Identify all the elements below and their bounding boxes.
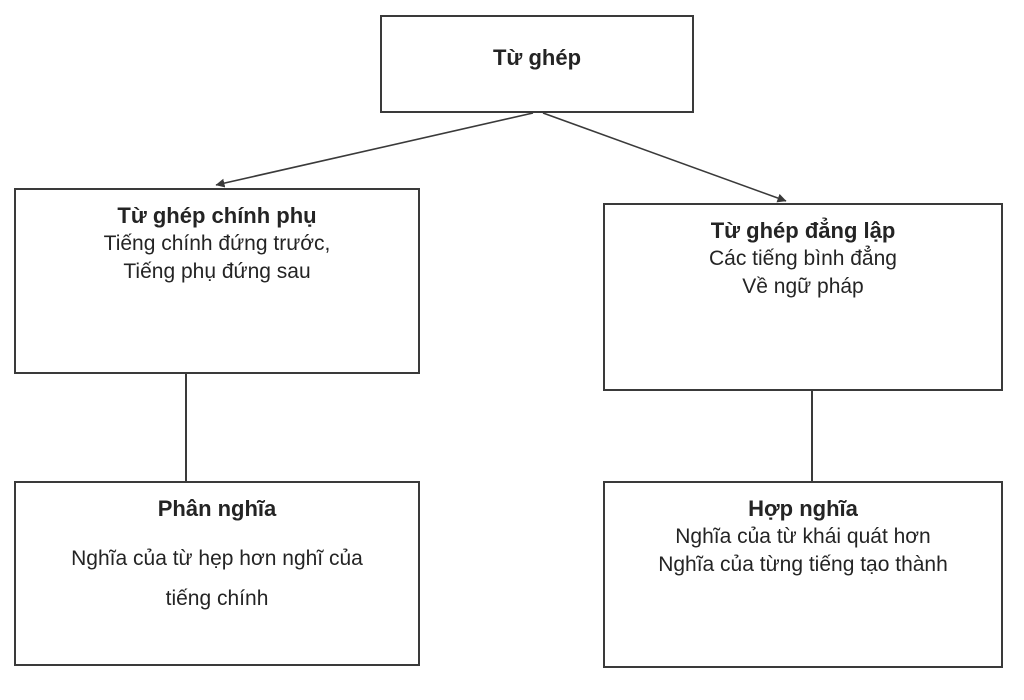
node-tu-ghep-chinh-phu-line-1: Tiếng chính đứng trước, [103, 232, 331, 255]
node-hop-nghia: Hợp nghĩa Nghĩa của từ khái quát hơn Ngh… [603, 481, 1003, 668]
node-tu-ghep: Từ ghép [380, 15, 694, 113]
node-phan-nghia-body-line-2: tiếng chính [165, 587, 269, 610]
arrow-root-to-chinh-phu [215, 112, 534, 188]
node-phan-nghia-title: Phân nghĩa [157, 496, 277, 521]
node-phan-nghia-body: Nghĩa của từ hẹp hơn nghĩ của tiếng chín… [16, 539, 418, 619]
node-tu-ghep-chinh-phu-title: Từ ghép chính phụ [117, 203, 317, 228]
node-tu-ghep-chinh-phu: Từ ghép chính phụ Tiếng chính đứng trước… [14, 188, 420, 374]
node-phan-nghia-body-line-1: Nghĩa của từ hẹp hơn nghĩ của [71, 547, 363, 570]
node-phan-nghia: Phân nghĩa Nghĩa của từ hẹp hơn nghĩ của… [14, 481, 420, 666]
node-hop-nghia-line-2: Nghĩa của từng tiếng tạo thành [658, 553, 948, 576]
node-hop-nghia-line-1: Nghĩa của từ khái quát hơn [675, 525, 931, 548]
node-tu-ghep-dang-lap: Từ ghép đẳng lập Các tiếng bình đẳng Về … [603, 203, 1003, 391]
node-tu-ghep-dang-lap-line-1: Các tiếng bình đẳng [709, 247, 897, 270]
arrow-root-to-dang-lap [542, 112, 787, 203]
node-tu-ghep-chinh-phu-line-2: Tiếng phụ đứng sau [123, 260, 311, 283]
node-tu-ghep-title: Từ ghép [492, 45, 582, 70]
node-hop-nghia-title: Hợp nghĩa [748, 496, 858, 521]
node-tu-ghep-dang-lap-title: Từ ghép đẳng lập [710, 218, 896, 243]
node-tu-ghep-dang-lap-line-2: Về ngữ pháp [742, 275, 864, 298]
